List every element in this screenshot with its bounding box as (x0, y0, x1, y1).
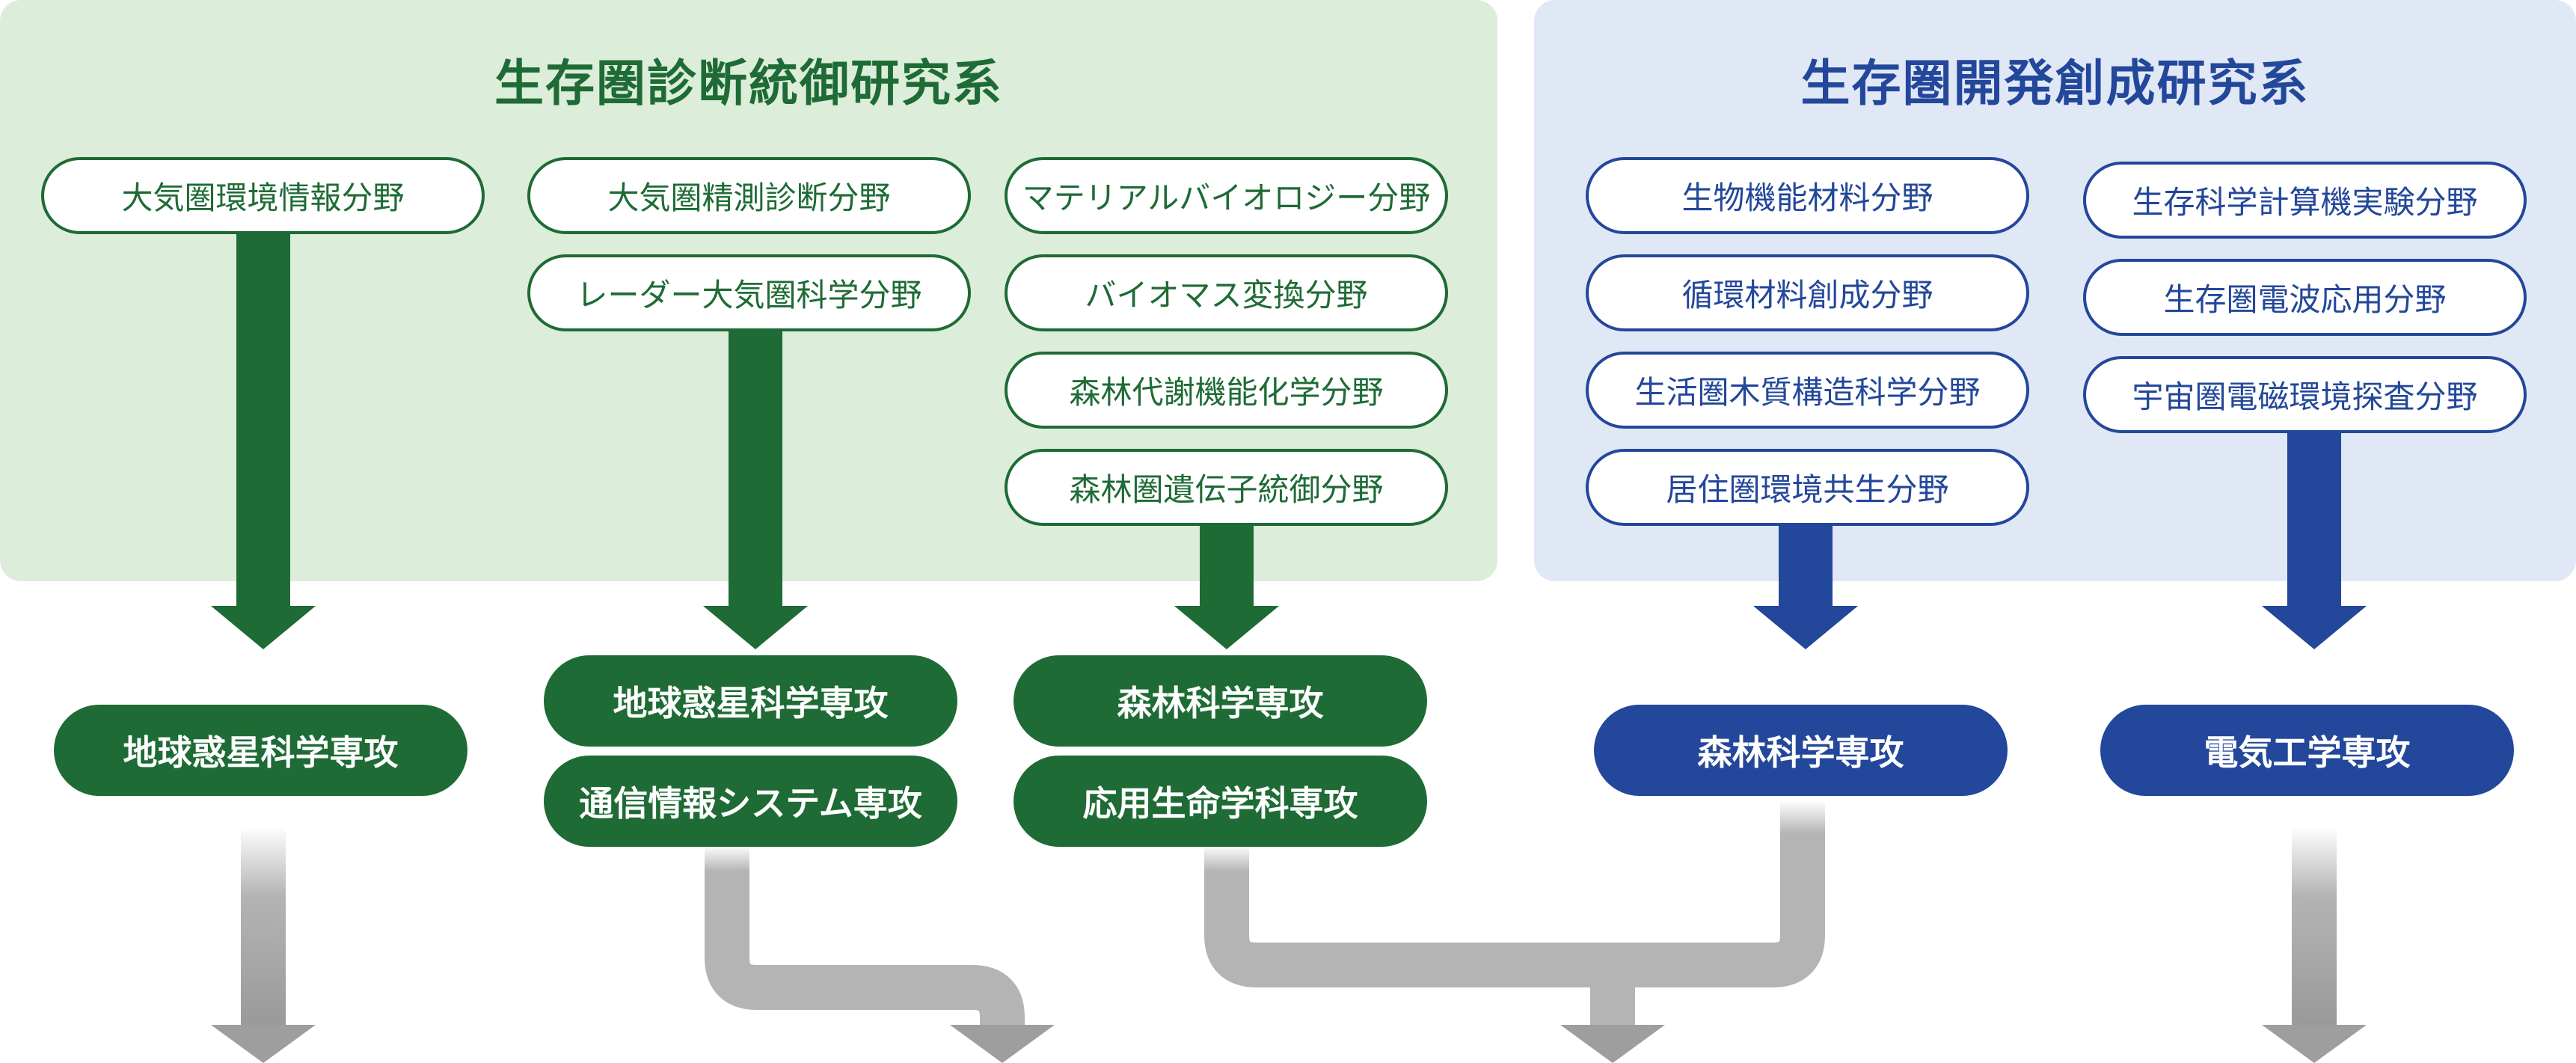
field-living-wood-structure-science: 生活圏木質構造科学分野 (1586, 352, 2029, 429)
major-applied-life-science: 応用生命学科専攻 (1013, 756, 1427, 847)
field-forest-metabolic-chemistry: 森林代謝機能化学分野 (1005, 352, 1448, 429)
field-radar-atmosphere-science: レーダー大気圏科学分野 (527, 254, 971, 331)
field-atmosphere-precision-diagnosis: 大気圏精測診断分野 (527, 157, 971, 234)
development-group-title: 生存圏開発創成研究系 (1800, 55, 2310, 112)
field-habitat-environment-symbiosis: 居住圏環境共生分野 (1586, 449, 2029, 526)
field-circular-materials-creation: 循環材料創成分野 (1586, 254, 2029, 331)
major-earth-planetary-science: 地球惑星科学専攻 (54, 705, 467, 796)
arrow-atmosphere-to-earth-planetary (211, 232, 316, 649)
gray-flow-1 (211, 827, 316, 1063)
major-electrical-engineering: 電気工学専攻 (2100, 705, 2514, 796)
major-forest-science: 森林科学専攻 (1013, 655, 1427, 747)
major-earth-planetary-science-2: 地球惑星科学専攻 (544, 655, 957, 747)
field-space-electromagnetic-exploration: 宇宙圏電磁環境探査分野 (2083, 356, 2527, 433)
gray-flow-2 (705, 845, 1055, 1063)
field-atmosphere-environment-info: 大気圏環境情報分野 (41, 157, 485, 234)
field-radio-wave-application: 生存圏電波応用分野 (2083, 259, 2527, 336)
field-biological-function-materials: 生物機能材料分野 (1586, 157, 2029, 234)
major-communication-info-systems: 通信情報システム専攻 (544, 756, 957, 847)
gray-flow-4 (2262, 827, 2367, 1063)
field-survival-computation-experiment: 生存科学計算機実験分野 (2083, 162, 2527, 239)
field-forest-gene-control: 森林圏遺伝子統御分野 (1005, 449, 1448, 526)
arrow-radar-to-earth-planetary (703, 329, 808, 649)
arrow-forest-gene-to-forest-science (1174, 522, 1279, 649)
diagnosis-group-title: 生存圏診断統御研究系 (494, 55, 1003, 112)
major-forest-science-blue: 森林科学専攻 (1594, 705, 2008, 796)
arrow-space-to-electrical (2262, 432, 2367, 649)
arrow-habitat-to-forest-science (1753, 522, 1858, 649)
field-biomass-conversion: バイオマス変換分野 (1005, 254, 1448, 331)
gray-flow-3 (1204, 800, 1825, 1063)
field-material-biology: マテリアルバイオロジー分野 (1005, 157, 1448, 234)
